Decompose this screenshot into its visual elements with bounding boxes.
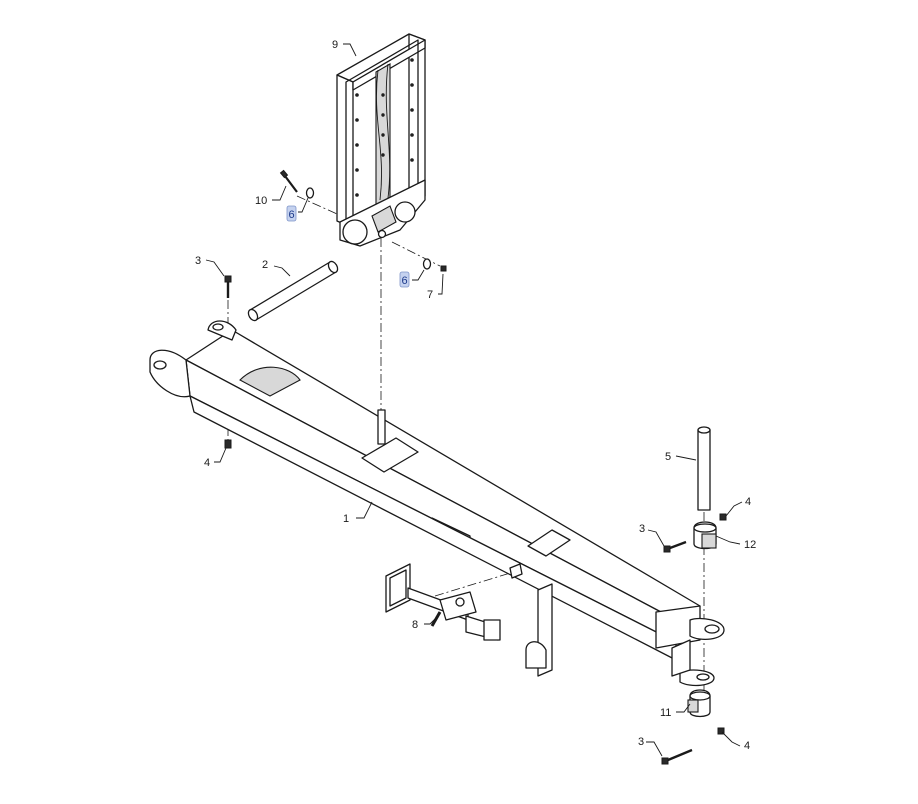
callout-5: 5: [665, 451, 671, 463]
callout-1: 1: [343, 513, 349, 525]
callout-3-lower: 3: [638, 736, 644, 748]
callout-3-right-upper: 3: [639, 523, 645, 535]
svg-text:6: 6: [402, 275, 408, 287]
leader-lines: [205, 43, 743, 757]
part-6-washer-left: [305, 187, 315, 199]
callout-10: 10: [255, 195, 267, 207]
callout-labels: 9 10 6 6 7 3 2 4 1 5 4 3 12 8 11 3 4: [195, 39, 756, 752]
part-8-jack: [385, 563, 523, 641]
part-3-bolt-top: [224, 275, 232, 298]
part-11-collar: [687, 689, 711, 718]
part-4-nut-lower: [717, 727, 725, 735]
part-4-nut-right-upper: [719, 513, 727, 521]
callout-11: 11: [660, 707, 671, 719]
part-3-bolt-right-upper: [663, 540, 687, 553]
part-3-bolt-lower: [661, 748, 693, 765]
callout-3-top: 3: [195, 255, 201, 267]
part-6-washer-right: [422, 258, 432, 270]
callout-2: 2: [262, 259, 268, 271]
part-12-collar: [693, 521, 717, 550]
callout-4-lower: 4: [744, 740, 750, 752]
part-5-pin: [697, 426, 711, 511]
part-1-main-beam: [149, 320, 725, 687]
callout-4-left: 4: [204, 457, 210, 469]
svg-text:6: 6: [289, 209, 295, 221]
callout-12: 12: [744, 539, 756, 551]
part-9-upper-frame: [336, 33, 426, 247]
callout-9: 9: [332, 39, 338, 51]
part-4-nut-left: [224, 439, 232, 449]
part-7-nut: [440, 265, 447, 272]
callout-6-left: 6: [286, 205, 297, 222]
callout-4-right-upper: 4: [745, 496, 751, 508]
callout-8: 8: [412, 619, 418, 631]
part-1-support-leg: [525, 583, 553, 677]
part-10-bolt: [279, 169, 298, 193]
callout-7: 7: [427, 289, 433, 301]
part-2-pin: [247, 260, 339, 322]
callout-6-right: 6: [399, 271, 410, 288]
